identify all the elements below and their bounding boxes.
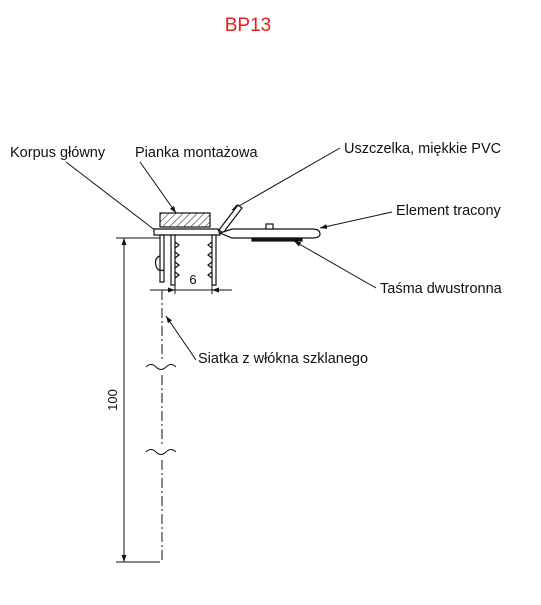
label-mounting-foam: Pianka montażowa (135, 145, 258, 161)
dimension-channel (150, 285, 232, 294)
tear-off-tab (265, 223, 274, 230)
leader-main-body (65, 161, 161, 235)
main-body-hook (154, 255, 165, 272)
dimension-mesh-value: 100 (105, 389, 120, 411)
leader-lines (65, 147, 393, 361)
main-body-flange (153, 228, 221, 236)
break-mark-upper (145, 364, 177, 370)
label-tape: Taśma dwustronna (380, 281, 503, 297)
drawing-title: BP13 (225, 15, 271, 36)
channel-wall-left (170, 234, 176, 286)
label-gasket: Uszczelka, miękkie PVC (344, 141, 501, 157)
leader-gasket (231, 147, 341, 211)
profile-body (153, 204, 321, 286)
channel-teeth (174, 241, 213, 279)
tear-off-element (218, 228, 321, 239)
leader-tear-off (319, 211, 393, 229)
leader-tape (293, 240, 377, 289)
mounting-foam-block (159, 212, 211, 228)
dimension-channel-value: 6 (189, 272, 196, 287)
fiberglass-mesh (145, 290, 177, 562)
leader-mesh (165, 315, 197, 361)
leader-mounting-foam (139, 161, 177, 214)
main-body-left-wall (159, 234, 165, 283)
channel-wall-right (211, 234, 217, 286)
double-sided-tape (251, 237, 303, 242)
label-main-body: Korpus główny (10, 145, 106, 161)
label-tear-off: Element tracony (396, 203, 502, 219)
dimension-mesh (116, 237, 160, 563)
label-mesh: Siatka z włókna szklanego (198, 351, 368, 367)
break-mark-lower (145, 449, 177, 455)
